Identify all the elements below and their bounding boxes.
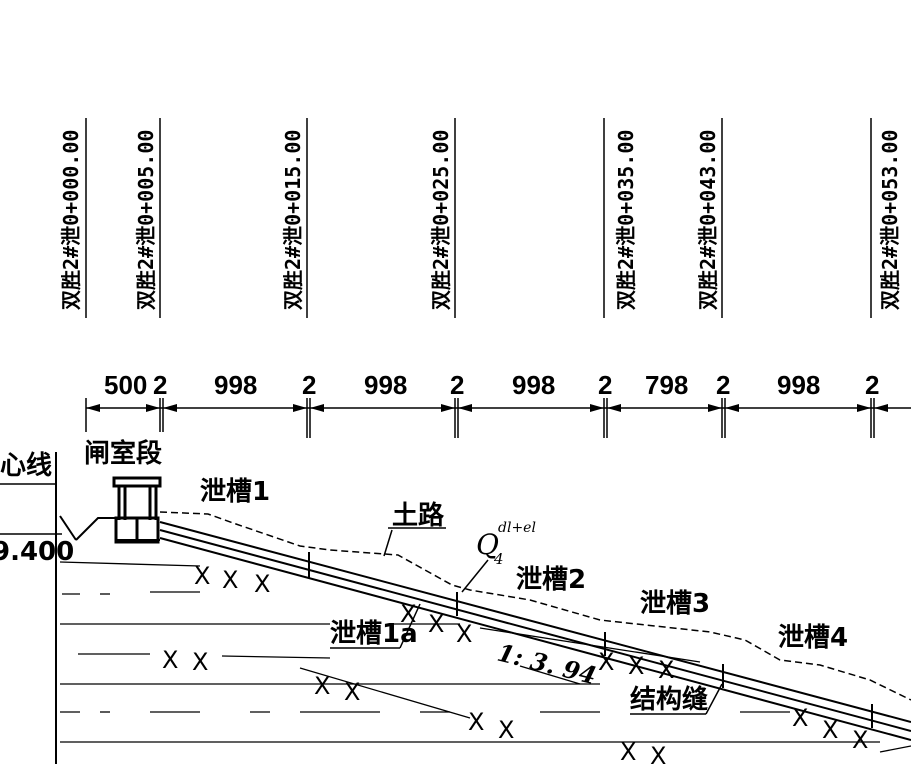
station-label: 双胜2#泄0+000.00 [59, 130, 83, 310]
svg-text:X: X [822, 716, 838, 744]
svg-text:X: X [192, 648, 208, 676]
dimension-value: 998 [364, 370, 407, 400]
stratum-lines [59, 561, 911, 753]
chute3-label: 泄槽3 [640, 589, 710, 619]
dirt-road-label: 土路 [392, 500, 445, 531]
svg-text:X: X [598, 648, 614, 676]
dimension-value: 2 [450, 370, 464, 400]
svg-text:X: X [162, 646, 178, 674]
dimension-value: 2 [865, 370, 879, 400]
structural-joint-label: 结构缝 [630, 684, 708, 715]
geo-sub: 4 [493, 550, 504, 568]
svg-text:X: X [222, 566, 238, 594]
dimension-value: 500 [104, 370, 147, 400]
dimension-value: 2 [302, 370, 316, 400]
svg-text:X: X [456, 620, 472, 648]
station-label: 双胜2#泄0+035.00 [614, 130, 638, 310]
svg-text:X: X [498, 716, 514, 744]
svg-text:X: X [468, 708, 484, 736]
chute2-label: 泄槽2 [516, 565, 586, 595]
svg-text:X: X [344, 678, 360, 706]
gate-section-label: 闸室段 [84, 438, 162, 469]
svg-text:X: X [620, 738, 636, 764]
geology-code: Q 4 dl+el [476, 520, 536, 568]
dimension-value: 2 [598, 370, 612, 400]
station-labels: 双胜2#泄0+000.00 双胜2#泄0+005.00 双胜2#泄0+015.0… [59, 130, 902, 310]
station-label: 双胜2#泄0+015.00 [281, 130, 305, 310]
slope-label: 1: 3. 94 [495, 638, 600, 691]
chute1a-label: 泄槽1a [330, 619, 418, 649]
chute-slab [159, 521, 911, 741]
dimension-value: 998 [512, 370, 555, 400]
station-label: 双胜2#泄0+005.00 [134, 130, 158, 310]
station-label: 双胜2#泄0+043.00 [696, 130, 720, 310]
svg-text:X: X [314, 672, 330, 700]
geo-main: Q [476, 528, 499, 561]
elevation-label: 9.400 [0, 537, 74, 567]
svg-text:X: X [650, 742, 666, 764]
chute1-label: 泄槽1 [200, 477, 270, 507]
station-label: 双胜2#泄0+025.00 [429, 130, 453, 310]
dimension-value: 998 [214, 370, 257, 400]
centerline-label: 心线 [0, 451, 52, 481]
svg-text:X: X [428, 610, 444, 638]
svg-text:X: X [254, 570, 270, 598]
svg-text:X: X [628, 652, 644, 680]
svg-text:X: X [852, 726, 868, 754]
chute4-label: 泄槽4 [778, 623, 848, 653]
svg-text:X: X [792, 704, 808, 732]
dimension-value: 998 [777, 370, 820, 400]
dimension-chain: 500 2 998 2 998 2 998 2 798 2 998 2 [85, 370, 911, 438]
station-label: 双胜2#泄0+053.00 [878, 130, 902, 310]
dimension-value: 2 [153, 370, 167, 400]
existing-ground-line [159, 511, 911, 701]
geo-sup: dl+el [498, 520, 536, 536]
svg-text:X: X [194, 562, 210, 590]
dimension-value: 2 [716, 370, 730, 400]
dimension-value: 798 [645, 370, 688, 400]
station-underlines [85, 118, 872, 318]
gate-chamber [59, 476, 162, 544]
svg-text:X: X [658, 656, 674, 684]
